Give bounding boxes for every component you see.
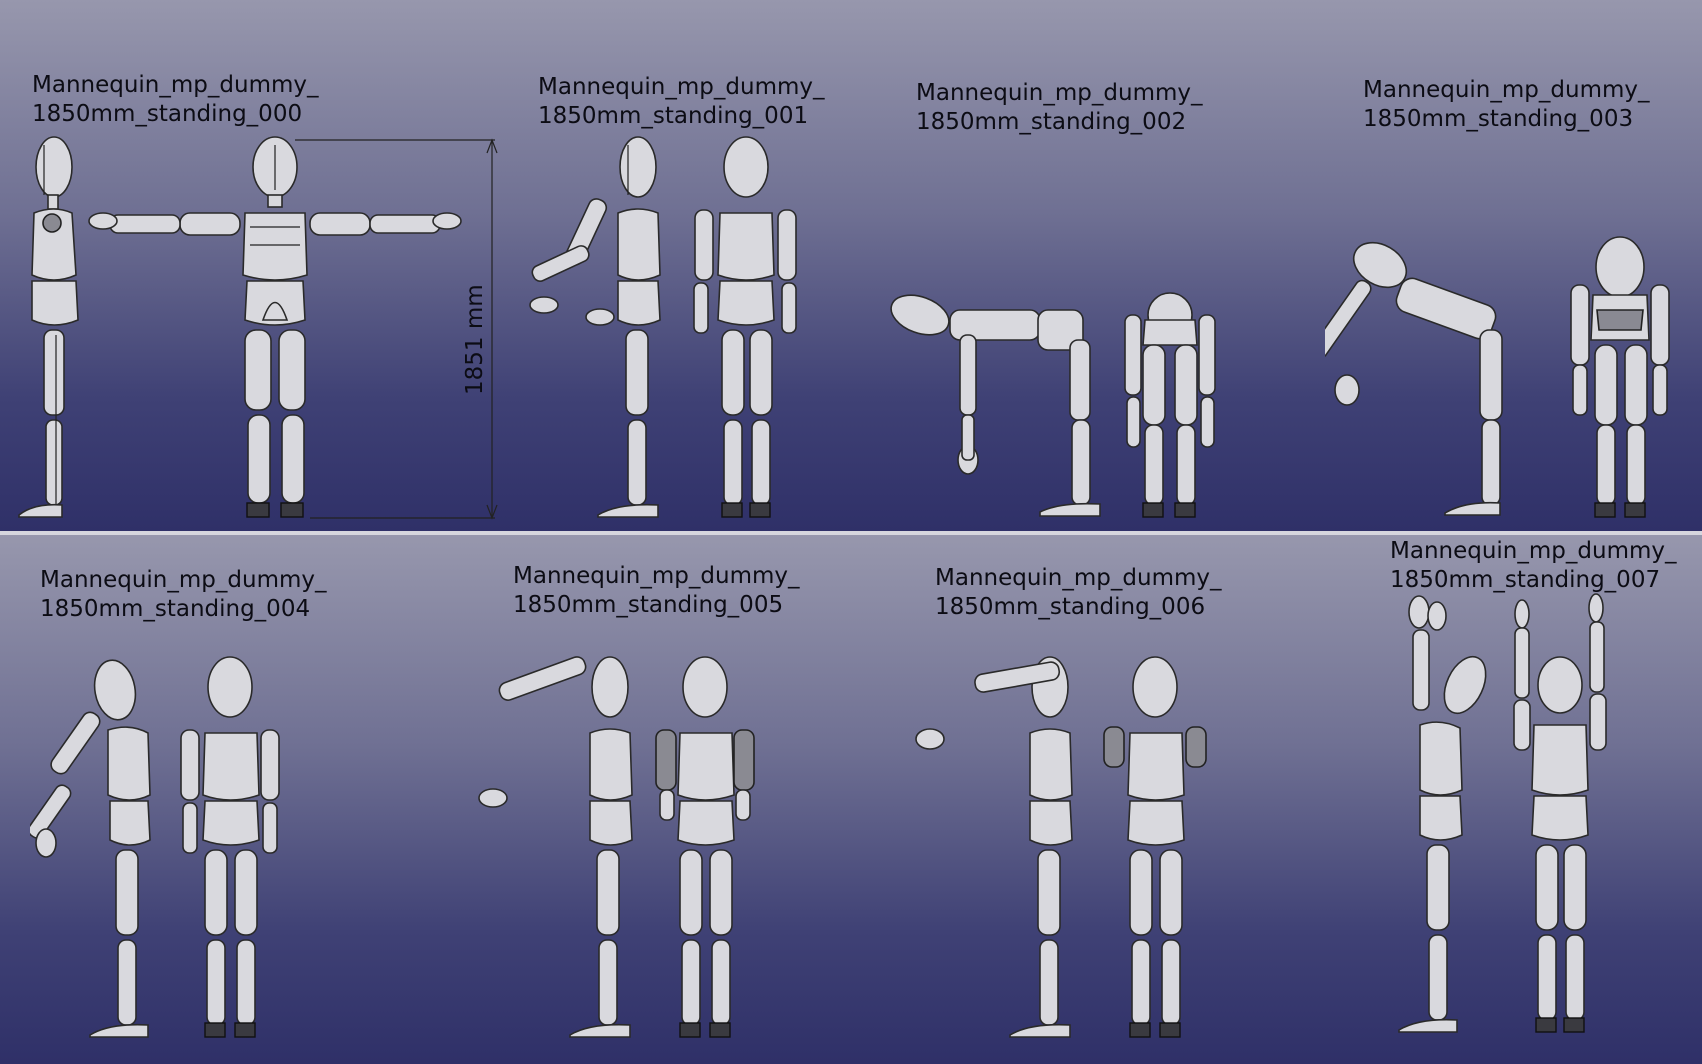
dimension-marker <box>295 138 498 520</box>
pose-label-000: Mannequin_mp_dummy_ 1850mm_standing_000 <box>32 72 319 127</box>
pose-label-001: Mannequin_mp_dummy_ 1850mm_standing_001 <box>538 74 825 129</box>
dimension-label: 1851 mm <box>462 284 488 395</box>
mannequin-006-side <box>915 656 1073 1038</box>
mannequin-007-side <box>1398 595 1487 1033</box>
mannequin-007-front <box>1513 593 1607 1033</box>
mannequin-000-front <box>88 136 462 518</box>
mannequin-002-side <box>890 294 1101 517</box>
mannequin-002-front <box>1124 292 1216 518</box>
mannequin-001-side <box>529 136 661 518</box>
pose-label-002: Mannequin_mp_dummy_ 1850mm_standing_002 <box>916 80 1203 135</box>
mannequin-006-front <box>1103 656 1207 1038</box>
mannequin-003-front <box>1570 236 1670 518</box>
mannequin-004-side <box>30 659 151 1038</box>
pose-label-004: Mannequin_mp_dummy_ 1850mm_standing_004 <box>40 567 327 622</box>
pose-label-005: Mannequin_mp_dummy_ 1850mm_standing_005 <box>513 563 800 618</box>
mannequin-000-side <box>18 136 79 518</box>
mannequin-005-side <box>478 656 633 1038</box>
pose-label-006: Mannequin_mp_dummy_ 1850mm_standing_006 <box>935 565 1222 620</box>
pose-label-007: Mannequin_mp_dummy_ 1850mm_standing_007 <box>1390 538 1677 593</box>
row-divider <box>0 531 1702 535</box>
mannequin-005-front <box>655 656 755 1038</box>
mannequin-001-front <box>693 136 797 518</box>
mannequin-003-side <box>1325 241 1503 516</box>
mannequin-004-front <box>180 656 280 1038</box>
pose-label-003: Mannequin_mp_dummy_ 1850mm_standing_003 <box>1363 77 1650 132</box>
